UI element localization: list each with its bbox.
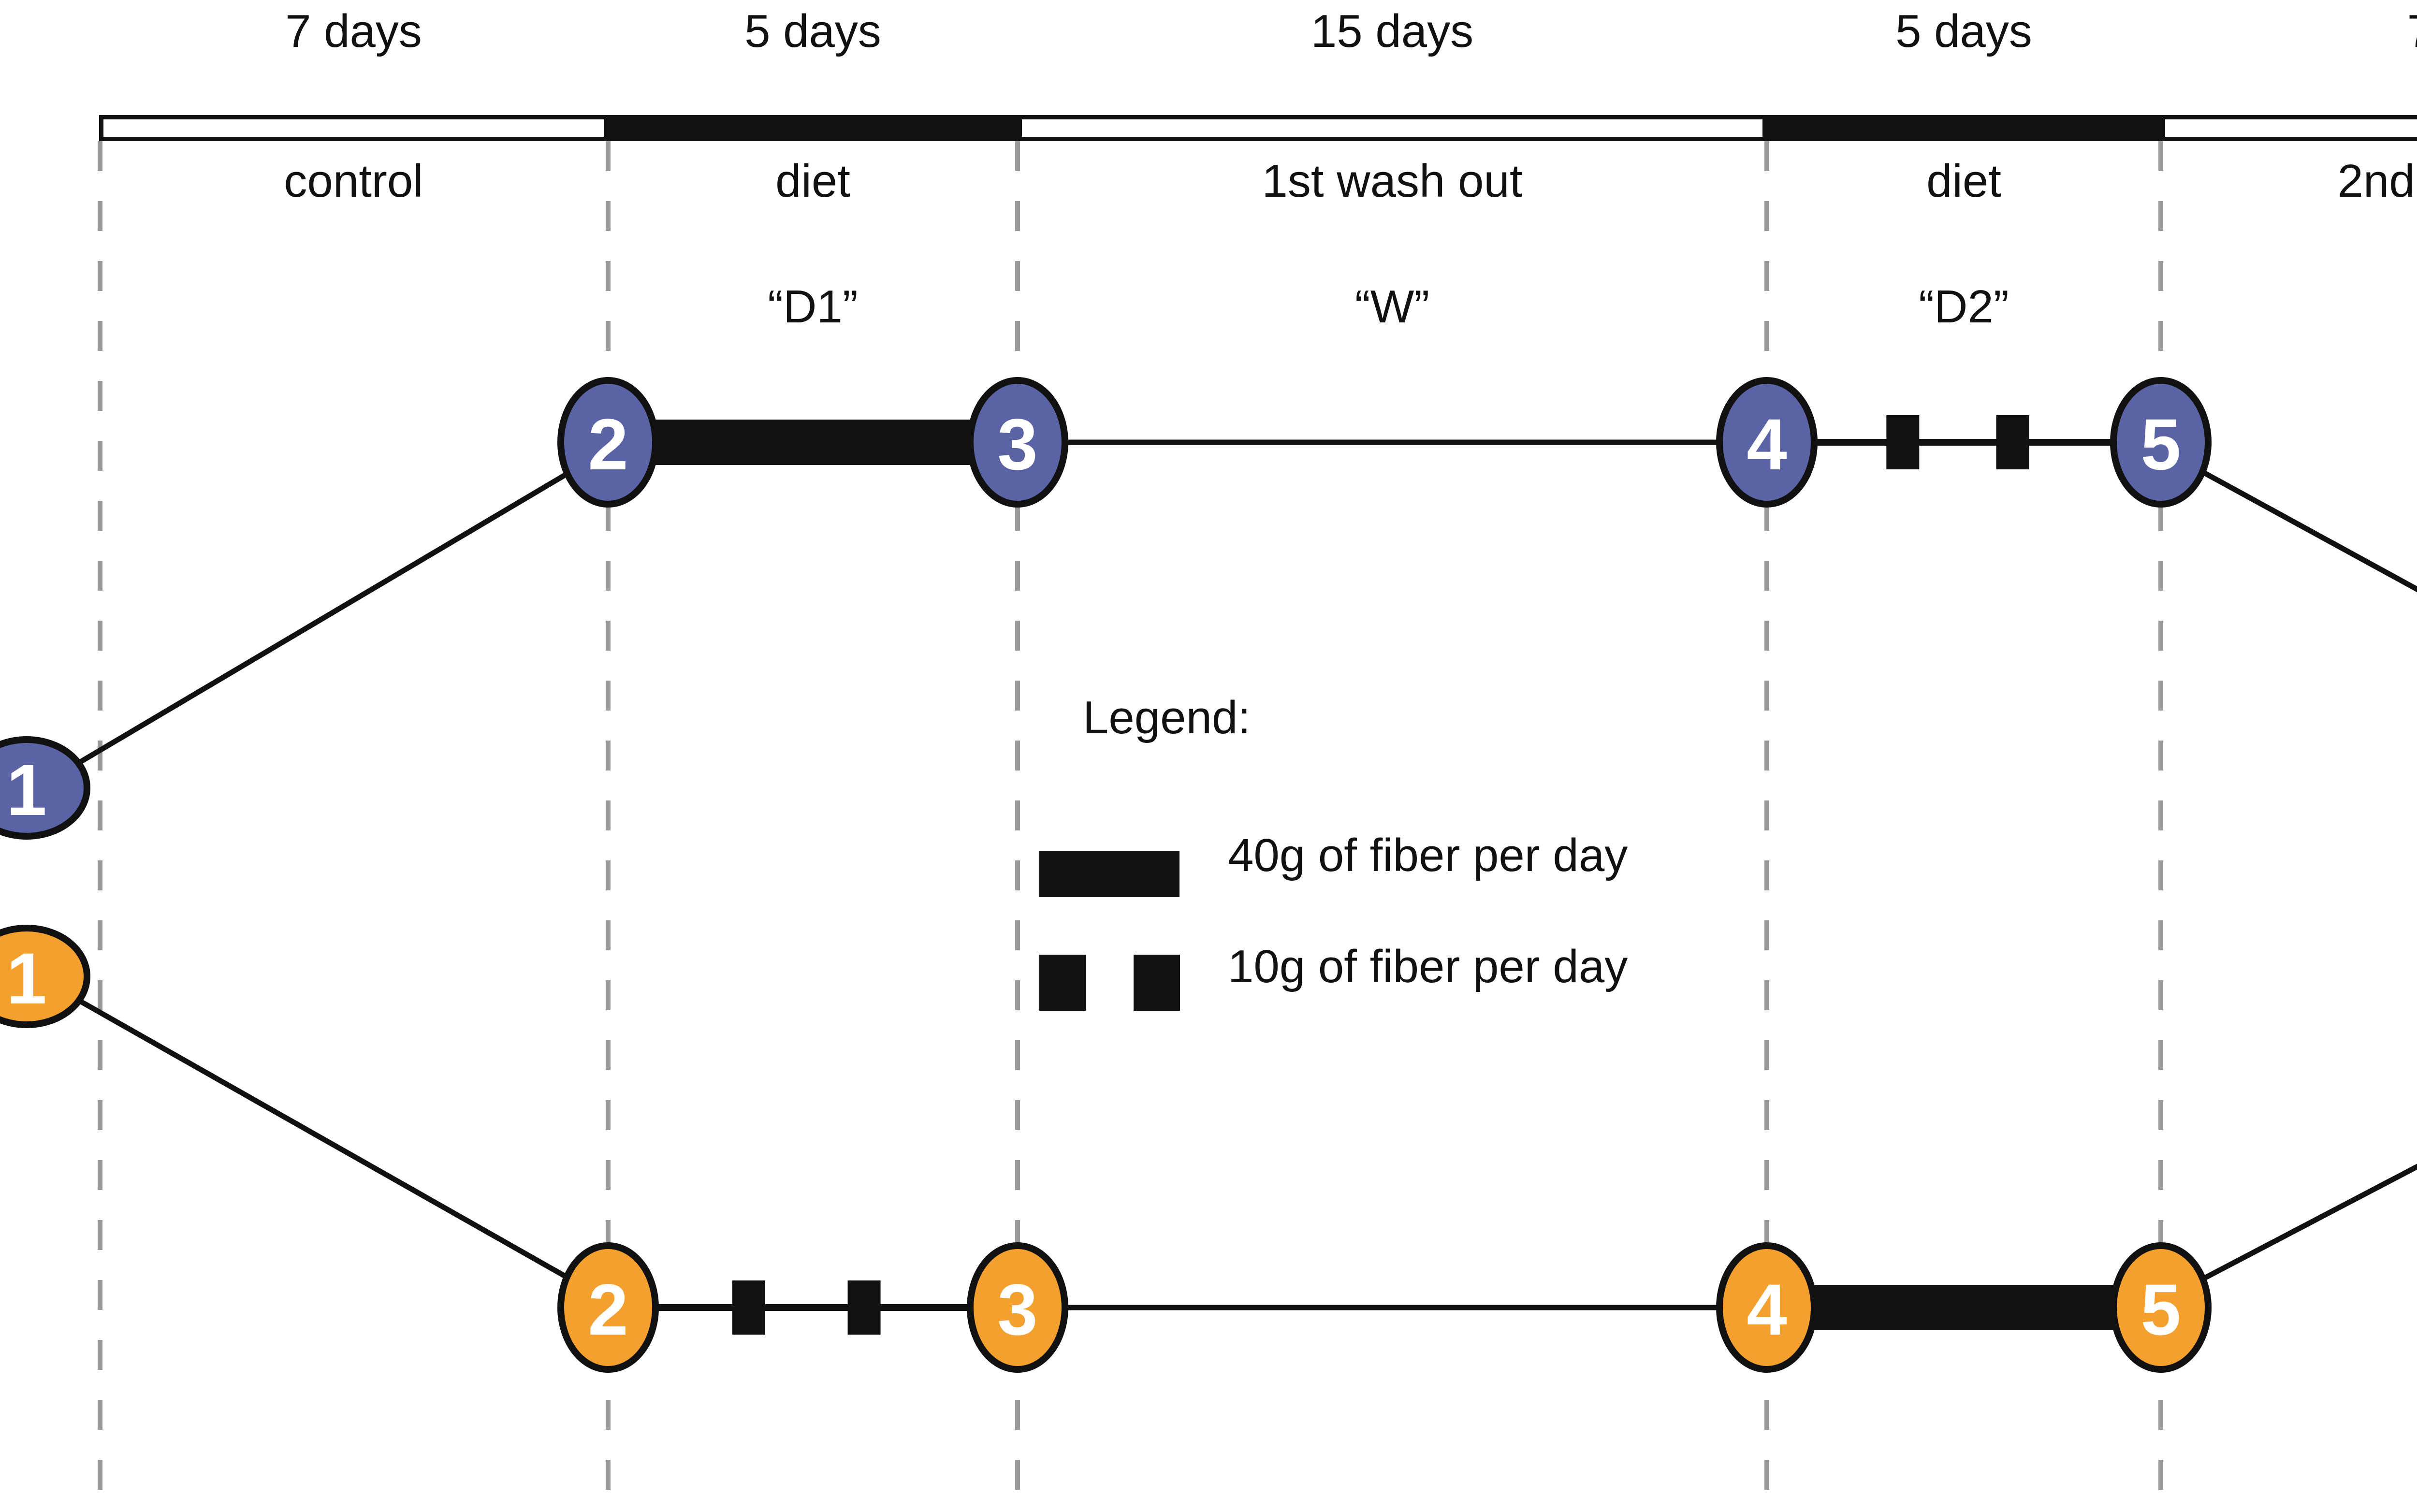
arm-b-node-2-label: 2 (588, 1269, 628, 1350)
arm-b-node-2: 2 (557, 1242, 659, 1373)
arm-b-node-1-label: 1 (6, 938, 46, 1019)
arm-b-link-1-2-thin (75, 997, 570, 1280)
legend-swatch-layer (1039, 851, 1180, 1011)
arm-a-node-5-shape (2110, 377, 2212, 508)
legend-swatch-solid-bar (1039, 851, 1179, 897)
timeline-segment-2 (1018, 115, 1767, 141)
period-days-label-4: 7 days (2161, 5, 2417, 58)
arm-a-link-4-5-block-1 (1996, 415, 2029, 469)
arm-b-node-5-shape (2110, 1242, 2212, 1373)
node-layer: 123456123456 (0, 377, 2212, 1373)
period-name-label-3: diet (1926, 155, 2001, 207)
period-code-label-3: “D2” (1919, 281, 2009, 333)
timeline-segment-3 (1767, 115, 2161, 141)
arm-a-node-5-label: 5 (2140, 404, 2181, 485)
arm-a-node-5: 5 (2110, 377, 2212, 508)
arm-b-node-2-shape (557, 1242, 659, 1373)
period-name-label-2: 1st wash out (1262, 155, 1523, 207)
period-days-label-0: 7 days (285, 5, 422, 57)
arm-b-link-2-3-block-1 (847, 1280, 881, 1335)
arm-b-node-1: 1 (0, 925, 90, 1028)
arm-a-link-1-2-thin (75, 470, 570, 767)
period-code-label-1: “D1” (768, 281, 858, 333)
arm-b-link-5-6-thin (2199, 1163, 2417, 1282)
arm-a-node-4: 4 (1716, 377, 1818, 508)
arm-b-node-3-label: 3 (997, 1269, 1037, 1350)
period-name-label-1: diet (775, 155, 850, 207)
period-code-label-2: “W” (1354, 281, 1430, 333)
legend-swatch-block-1 (1134, 955, 1180, 1011)
arm-b-node-5-label: 5 (2140, 1269, 2181, 1350)
arm-a-link-4-5-block-0 (1886, 415, 1920, 469)
timeline-bar (99, 115, 2417, 141)
arm-a-node-4-label: 4 (1747, 404, 1787, 485)
arm-b-node-5: 5 (2110, 1242, 2212, 1373)
arm-a-node-2-label: 2 (588, 404, 628, 485)
arm-b-link-2-3-block-0 (732, 1280, 765, 1335)
arm-a-link-5-6-thin (2199, 468, 2417, 593)
arm-a-node-3-shape (967, 377, 1068, 508)
legend-item-label-0: 40g of fiber per day (1228, 829, 1628, 881)
arm-b-node-4: 4 (1716, 1242, 1818, 1373)
arm-a-node-2-shape (557, 377, 659, 508)
arm-a-node-3: 3 (967, 377, 1068, 508)
period-name-label-4: 2nd wash out (2337, 155, 2417, 207)
period-days-label-3: 5 days (1895, 5, 2032, 57)
period-name-label-0: control (284, 155, 423, 207)
arm-b-link-4-5-thick-bar (1811, 1285, 2116, 1330)
timeline-segment-4 (2161, 115, 2417, 141)
arm-b-node-4-shape (1716, 1242, 1818, 1373)
arm-b-node-3-shape (967, 1242, 1068, 1373)
arm-a-node-2: 2 (557, 377, 659, 508)
arm-b-node-1-shape (0, 925, 90, 1028)
timeline-segment-0 (99, 115, 608, 141)
arm-a-node-4-shape (1716, 377, 1818, 508)
legend-title: Legend: (1083, 692, 1251, 743)
period-days-label-2: 15 days (1310, 5, 1474, 57)
arm-a-node-3-label: 3 (997, 404, 1037, 485)
timeline-segment-1 (608, 115, 1018, 141)
link-layer (75, 415, 2417, 1335)
period-days-label-1: 5 days (744, 5, 881, 57)
arm-b-node-3: 3 (967, 1242, 1068, 1373)
arm-a-node-1-shape (0, 736, 90, 840)
legend-item-label-1: 10g of fiber per day (1228, 941, 1628, 992)
arm-b-node-4-label: 4 (1747, 1269, 1787, 1350)
legend-swatch-block-0 (1039, 955, 1086, 1011)
arm-a-node-1: 1 (0, 736, 90, 840)
arm-a-link-2-3-thick-bar (653, 420, 973, 465)
arm-a-node-1-label: 1 (6, 749, 46, 830)
